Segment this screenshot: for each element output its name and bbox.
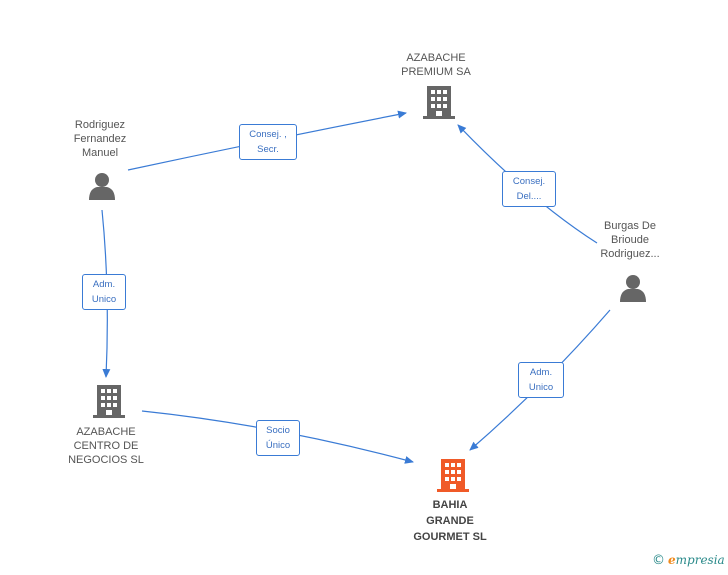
empresia-logo: ©empresia (652, 553, 725, 568)
person-icon[interactable] (620, 275, 646, 302)
node-label-burgas[interactable]: Burgas De Brioude Rodriguez... (600, 220, 660, 260)
edge-label-adm-unico-left: Adm. Unico (82, 274, 126, 310)
building-focus-icon[interactable] (437, 459, 469, 492)
edge-label-consej-del: Consej. Del.... (502, 171, 556, 207)
edge-label-socio-unico: Socio Único (256, 420, 300, 456)
node-label-bahia[interactable]: BAHIA GRANDE GOURMET SL (413, 499, 487, 543)
edge-label-adm-unico-right: Adm. Unico (518, 362, 564, 398)
node-label-azabache-centro[interactable]: AZABACHE CENTRO DE NEGOCIOS SL (68, 426, 144, 466)
building-icon[interactable] (93, 385, 125, 418)
copyright-symbol: © (652, 553, 665, 568)
brand-rest: mpresia (675, 553, 725, 567)
node-label-azabache-premium[interactable]: AZABACHE PREMIUM SA (401, 52, 471, 78)
building-icon[interactable] (423, 86, 455, 119)
brand-e: e (668, 553, 676, 567)
node-label-rodriguez[interactable]: Rodriguez Fernandez Manuel (73, 119, 127, 159)
person-icon[interactable] (89, 173, 115, 200)
edge-label-consej-secr: Consej. , Secr. (239, 124, 297, 160)
